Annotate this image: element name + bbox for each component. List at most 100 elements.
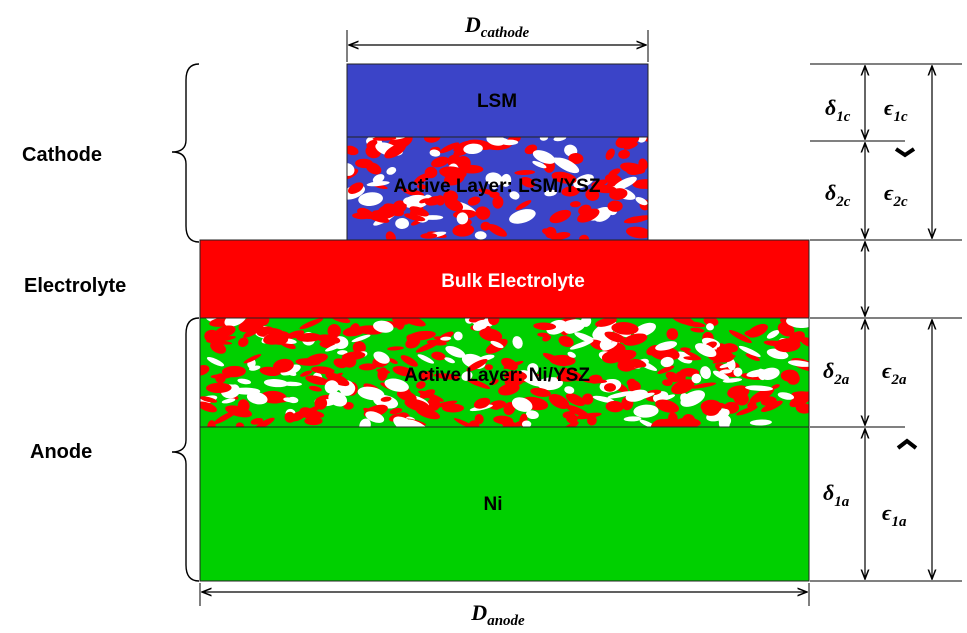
cathode-grain: [372, 137, 397, 141]
anode-grain: [744, 329, 762, 337]
anode-grain: [472, 319, 488, 331]
cathode-grain: [532, 160, 547, 169]
anode-grain: [549, 354, 576, 366]
cathode-grain: [443, 171, 465, 186]
cathode-active-layer: Active Layer: LSM/YSZ: [346, 136, 649, 241]
delta-1c-label: δ1c: [825, 95, 851, 125]
cathode-grain: [480, 221, 491, 231]
anode-grain: [200, 365, 210, 376]
anode-grain: [415, 407, 441, 420]
cathode-grain: [424, 166, 438, 179]
anode-grain: [800, 337, 809, 347]
anode-grain: [468, 420, 480, 427]
cathode-grain: [372, 174, 385, 184]
anode-grain: [380, 396, 392, 402]
cathode-grain: [400, 187, 414, 196]
anode-grain: [567, 351, 576, 358]
anode-grain: [771, 384, 780, 390]
cathode-grain: [377, 204, 398, 219]
anode-grain: [745, 353, 761, 361]
anode-grain: [722, 378, 743, 383]
cathode-grain: [474, 231, 487, 240]
anode-grain: [237, 378, 252, 385]
anode-grain: [215, 373, 226, 384]
cathode-grain: [577, 208, 600, 223]
anode-grain: [613, 347, 628, 361]
anode-grain: [680, 347, 691, 352]
anode-grain: [325, 372, 350, 387]
anode-grain: [272, 358, 294, 373]
cathode-grain: [347, 163, 355, 176]
cathode-active-label: Active Layer: LSM/YSZ: [394, 176, 601, 197]
electrolyte-layer: [199, 239, 810, 319]
anode-grain: [671, 379, 695, 395]
anode-grain: [738, 345, 761, 357]
anode-grain: [250, 417, 264, 425]
electrolyte-group-label: Electrolyte: [24, 275, 126, 297]
anode-grain: [384, 378, 409, 392]
anode-grain: [426, 339, 447, 346]
cathode-grain: [539, 137, 549, 141]
anode-grain: [473, 397, 491, 409]
cathode-grain: [456, 212, 469, 225]
anode-grain: [498, 383, 520, 396]
anode-grain: [633, 322, 656, 337]
cathode-grain: [635, 196, 648, 206]
anode-grain: [791, 391, 809, 399]
anode-active-layer: Active Layer: Ni/YSZ: [199, 317, 810, 428]
anode-grain: [537, 332, 550, 338]
cathode-grain: [618, 149, 630, 159]
anode-grain: [373, 351, 390, 364]
cathode-grain: [416, 184, 427, 190]
anode-grain: [728, 330, 752, 344]
cathode-grain: [419, 198, 430, 204]
cathode-grain: [409, 206, 429, 217]
cathode-grain: [520, 176, 536, 188]
cathode-brace: [171, 63, 200, 243]
anode-grain: [521, 420, 532, 427]
anode-grain: [605, 400, 624, 413]
anode-grain: [795, 403, 809, 414]
anode-grain: [675, 417, 701, 427]
cathode-group-label: Cathode: [22, 144, 102, 166]
cathode-grain: [544, 226, 557, 239]
anode-grain: [700, 399, 722, 414]
cathode-grain: [561, 186, 580, 197]
cathode-grain: [638, 158, 648, 171]
anode-grain: [210, 341, 227, 354]
anode-grain: [607, 391, 635, 399]
cathode-grain: [347, 145, 359, 156]
anode-group-label: Anode: [30, 441, 92, 463]
cathode-grain: [355, 158, 374, 169]
anode-width-dimension: Danode: [199, 583, 810, 629]
cathode-grain: [424, 196, 444, 206]
anode-grain: [657, 365, 675, 374]
anode-grain: [238, 337, 249, 347]
anode-grain: [525, 410, 539, 420]
anode-grain: [289, 410, 307, 422]
anode-grain: [305, 410, 325, 419]
anode-grain: [527, 363, 539, 375]
anode-grain: [300, 370, 313, 377]
anode-grain: [365, 411, 385, 423]
anode-grain: [683, 356, 701, 361]
anode-grain: [777, 322, 795, 337]
anode-grain: [453, 331, 463, 341]
anode-microstructure: [200, 318, 809, 427]
anode-grain: [690, 327, 705, 333]
cathode-grain: [578, 234, 590, 240]
cathode-grain: [549, 209, 572, 224]
anode-grain: [440, 336, 452, 341]
anode-grain: [400, 355, 418, 367]
anode-grain: [599, 339, 612, 351]
anode-grain: [650, 418, 669, 427]
anode-grain: [235, 422, 245, 427]
anode-grain: [766, 330, 780, 339]
cathode-grain: [605, 148, 615, 160]
anode-grain: [712, 355, 736, 364]
anode-grain: [358, 363, 377, 371]
anode-grain: [749, 387, 775, 404]
cathode-grain: [515, 200, 532, 211]
anode-grain: [352, 341, 366, 355]
anode-grain: [426, 397, 441, 412]
